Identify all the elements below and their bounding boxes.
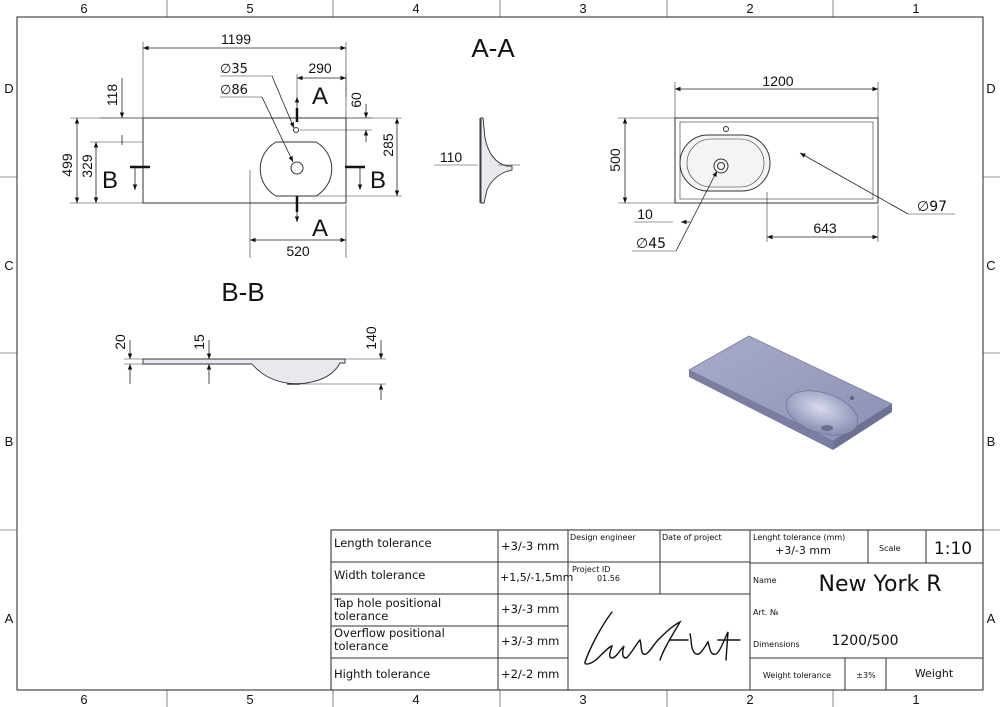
row-label: B (5, 434, 14, 449)
project-id-label: Project ID (572, 565, 610, 574)
section-mark-b: B (370, 167, 386, 194)
dim-290: 290 (308, 60, 332, 76)
tol-value-overflow: +3/-3 mm (501, 634, 559, 648)
col-label: 6 (80, 692, 87, 707)
col-label: 2 (746, 1, 753, 16)
section-mark-a: A (312, 83, 328, 110)
dim-118: 118 (104, 84, 120, 107)
section-aa: A-A 110 (434, 33, 520, 204)
section-bb-title: B-B (221, 277, 264, 307)
dim-diameter-97: ∅97 (917, 199, 947, 215)
lunart-signature-logo (584, 611, 741, 665)
col-label: 2 (746, 692, 753, 707)
dim-diameter-86: ∅86 (220, 83, 248, 98)
tol-label-length: Length tolerance (334, 536, 432, 550)
dim-140: 140 (363, 326, 379, 350)
top-view-right: 1200 500 10 ∅45 643 ∅97 (607, 73, 955, 252)
tol-label-height: Highth tolerance (334, 667, 430, 681)
dimensions-label: Dimensions (753, 640, 800, 649)
length-tolerance-value: +3/-3 mm (775, 544, 831, 557)
dim-110: 110 (440, 149, 463, 165)
dim-60: 60 (348, 92, 364, 108)
weight-tolerance-label: Weight tolerance (763, 671, 831, 680)
dimensions-value: 1200/500 (831, 633, 898, 649)
art-label: Art. № (753, 608, 779, 617)
row-label: C (4, 258, 13, 273)
col-label: 3 (579, 692, 586, 707)
dim-499: 499 (59, 153, 75, 177)
scale-label: Scale (879, 544, 901, 553)
dim-500: 500 (607, 148, 623, 172)
section-bb: B-B 20 15 140 (112, 277, 386, 400)
col-label: 6 (80, 1, 87, 16)
dim-643: 643 (813, 220, 837, 236)
dim-20: 20 (112, 334, 128, 350)
dim-1199: 1199 (221, 31, 251, 47)
title-block: Length tolerance +3/-3 mm Width toleranc… (330, 529, 984, 691)
row-label: B (987, 434, 996, 449)
isometric-view (688, 335, 893, 450)
col-label: 5 (246, 692, 253, 707)
design-engineer-label: Design engineer (570, 533, 636, 542)
row-label: A (5, 611, 14, 626)
dim-10: 10 (637, 206, 653, 222)
dim-329: 329 (79, 154, 95, 178)
col-label: 5 (246, 1, 253, 16)
tol-value-width: +1,5/-1,5mm (500, 571, 573, 584)
row-label: D (4, 81, 13, 96)
tol-label-width: Width tolerance (334, 568, 425, 582)
tol-value-height: +2/-2 mm (501, 667, 559, 681)
section-mark-b: B (102, 167, 118, 194)
length-tolerance-label: Lenght tolerance (mm) (753, 533, 845, 542)
project-id: 01.56 (597, 574, 620, 583)
section-mark-a: A (312, 215, 328, 242)
tol-value-length: +3/-3 mm (501, 539, 559, 553)
dim-520: 520 (286, 243, 310, 259)
row-label: A (987, 611, 996, 626)
dim-diameter-35: ∅35 (220, 62, 248, 77)
dim-285: 285 (380, 133, 396, 157)
top-view: A A B B 1199 290 ∅35 ∅86 60 285 (59, 31, 402, 259)
row-label: D (986, 81, 995, 96)
col-label: 1 (912, 1, 919, 16)
scale-value: 1:10 (934, 539, 972, 559)
weight-label: Weight (915, 667, 954, 680)
date-label: Date of project (662, 533, 722, 542)
col-label: 1 (912, 692, 919, 707)
dim-diameter-45: ∅45 (636, 236, 666, 252)
col-label: 3 (579, 1, 586, 16)
name-label: Name (753, 576, 777, 585)
weight-tolerance-value: ±3% (856, 671, 876, 680)
section-aa-title: A-A (471, 33, 515, 63)
col-label: 4 (412, 1, 419, 16)
row-label: C (986, 258, 995, 273)
dim-1200: 1200 (762, 73, 793, 89)
tol-value-tap-hole: +3/-3 mm (501, 602, 559, 616)
col-label: 4 (412, 692, 419, 707)
product-name: New York R (818, 572, 941, 597)
dim-15: 15 (191, 334, 207, 350)
